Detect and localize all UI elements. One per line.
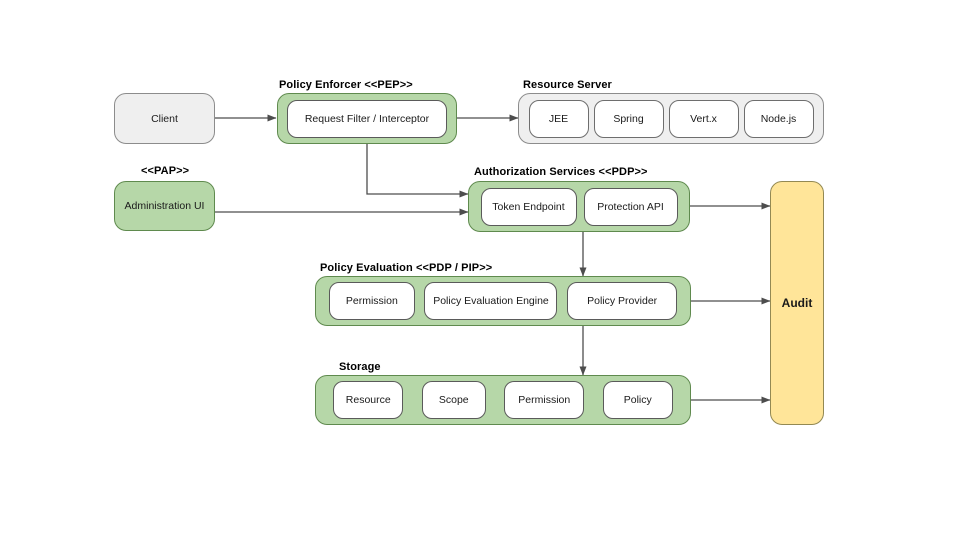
group-title-resource-server: Resource Server bbox=[523, 79, 612, 91]
node-client-label: Client bbox=[151, 112, 178, 125]
group-policy-enforcer[interactable]: Request Filter / Interceptor bbox=[277, 93, 457, 144]
node-audit-label: Audit bbox=[781, 296, 813, 310]
chip-permission[interactable]: Permission bbox=[328, 282, 415, 320]
chip-nodejs[interactable]: Node.js bbox=[743, 99, 814, 138]
group-title-policy-evaluation: Policy Evaluation <<PDP / PIP>> bbox=[320, 262, 493, 274]
chip-label: Protection API bbox=[597, 200, 664, 213]
chip-token-endpoint[interactable]: Token Endpoint bbox=[480, 187, 577, 226]
group-policy-evaluation[interactable]: Permission Policy Evaluation Engine Poli… bbox=[315, 276, 691, 326]
node-administration-ui[interactable]: Administration UI bbox=[114, 181, 215, 231]
group-title-authorization-services: Authorization Services <<PDP>> bbox=[474, 166, 648, 178]
chip-label: Spring bbox=[613, 112, 644, 125]
chip-jee[interactable]: JEE bbox=[528, 99, 589, 138]
group-resource-server[interactable]: JEE Spring Vert.x Node.js bbox=[518, 93, 824, 144]
chip-request-filter-interceptor[interactable]: Request Filter / Interceptor bbox=[287, 99, 447, 138]
chip-label: Scope bbox=[438, 394, 469, 406]
chip-label: Policy Evaluation Engine bbox=[433, 295, 549, 307]
chip-protection-api[interactable]: Protection API bbox=[583, 187, 678, 226]
group-title-pap: <<PAP>> bbox=[141, 165, 190, 177]
chip-policy[interactable]: Policy bbox=[602, 381, 673, 419]
chip-spring[interactable]: Spring bbox=[593, 99, 664, 138]
group-storage[interactable]: Resource Scope Permission Policy bbox=[315, 375, 691, 425]
chip-label: Permission bbox=[345, 295, 398, 307]
chip-scope[interactable]: Scope bbox=[421, 381, 486, 419]
chip-resource[interactable]: Resource bbox=[333, 381, 404, 419]
group-authorization-services[interactable]: Token Endpoint Protection API bbox=[468, 181, 690, 232]
chip-label: Token Endpoint bbox=[492, 200, 565, 213]
chip-label: Permission bbox=[518, 394, 571, 406]
edge-policy-enforcer-to-authorization-services bbox=[366, 144, 469, 198]
node-client[interactable]: Client bbox=[114, 93, 215, 144]
chip-policy-evaluation-engine[interactable]: Policy Evaluation Engine bbox=[424, 282, 558, 320]
chip-label: Request Filter / Interceptor bbox=[304, 112, 430, 125]
chip-label: JEE bbox=[548, 112, 569, 125]
chip-permission[interactable]: Permission bbox=[504, 381, 585, 419]
chip-label: Resource bbox=[345, 394, 391, 406]
chip-vertx[interactable]: Vert.x bbox=[668, 99, 739, 138]
chip-policy-provider[interactable]: Policy Provider bbox=[567, 282, 678, 320]
chip-label: Node.js bbox=[760, 112, 797, 125]
group-title-policy-enforcer: Policy Enforcer <<PEP>> bbox=[279, 79, 413, 91]
node-administration-ui-label: Administration UI bbox=[124, 200, 205, 212]
chip-label: Policy Provider bbox=[587, 295, 658, 307]
chip-label: Policy bbox=[623, 394, 652, 406]
group-title-storage: Storage bbox=[339, 361, 381, 373]
chip-label: Vert.x bbox=[690, 112, 717, 125]
node-audit[interactable]: Audit bbox=[770, 181, 824, 425]
